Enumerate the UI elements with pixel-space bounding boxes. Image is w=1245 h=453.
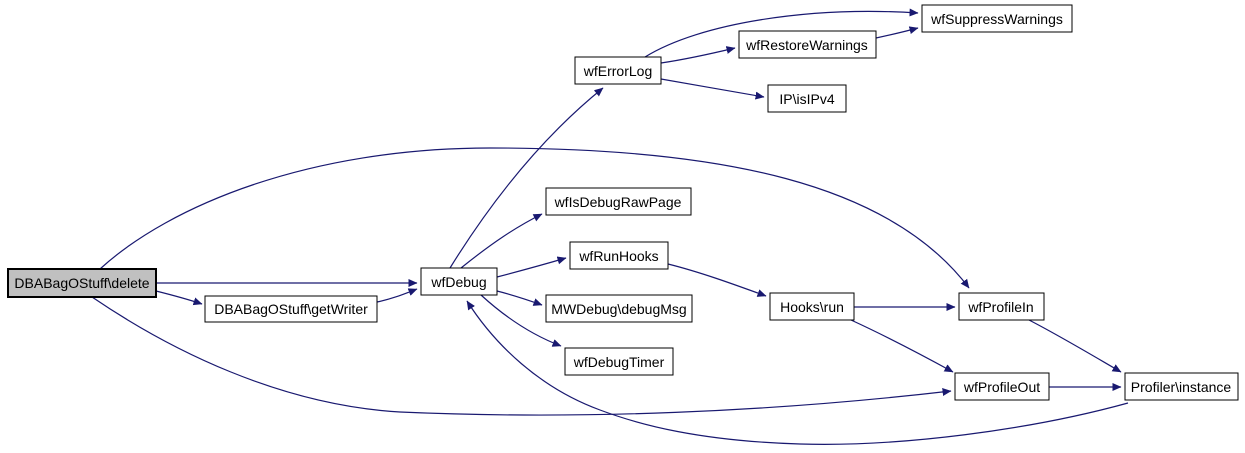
edge-wferrorlog-ipisipv4 [660, 78, 765, 100]
node-box [564, 347, 674, 376]
node-box [958, 292, 1045, 321]
node-label: wfIsDebugRawPage [554, 194, 682, 210]
node-label: wfProfileIn [967, 299, 1033, 315]
node-label: wfRestoreWarnings [745, 37, 868, 53]
edge-delete-wfprofileout [91, 296, 952, 416]
node-box [954, 372, 1050, 401]
node-profiler-instance[interactable]: Profiler\instance [1124, 372, 1239, 401]
node-label: wfDebug [430, 274, 486, 290]
node-label: wfRunHooks [578, 248, 658, 264]
node-box [738, 30, 877, 59]
node-box [545, 187, 692, 216]
edge-hooksrun-wfprofileout [850, 319, 954, 373]
edge-profilerinstance-wfdebug [466, 300, 1129, 445]
node-box [569, 241, 669, 270]
node-label: Profiler\instance [1131, 379, 1232, 395]
edge-wfprofilein-profilerinstance [1028, 319, 1122, 373]
edge-wfdebug-wfrunhooks [496, 256, 567, 278]
node-wfrunhooks[interactable]: wfRunHooks [569, 241, 669, 270]
edge-wfdebug-wfdebugtimer [480, 294, 562, 347]
edge-wferrorlog-wfrestorewarnings [660, 46, 736, 64]
edges [91, 8, 1129, 445]
node-wferrorlog[interactable]: wfErrorLog [574, 56, 662, 85]
node-box [7, 268, 157, 298]
node-label: Hooks\run [780, 299, 844, 315]
node-box [1124, 372, 1239, 401]
node-wfrestorewarnings[interactable]: wfRestoreWarnings [738, 30, 877, 59]
node-wfisdebugrawpage[interactable]: wfIsDebugRawPage [545, 187, 692, 216]
edge-wfdebug-wfisdebugrawpage [460, 213, 543, 269]
node-wfprofilein[interactable]: wfProfileIn [958, 292, 1045, 321]
node-box [204, 295, 378, 323]
edge-delete-getwriter [155, 290, 203, 306]
node-label: wfDebugTimer [573, 354, 665, 370]
node-wfsuppresswarnings[interactable]: wfSuppressWarnings [921, 4, 1073, 33]
edge-getwriter-wfdebug [376, 288, 418, 303]
node-ip-isipv4[interactable]: IP\isIPv4 [767, 84, 847, 113]
node-wfdebugtimer[interactable]: wfDebugTimer [564, 347, 674, 376]
node-dbabagostuff-delete: DBABagOStuff\delete [7, 268, 157, 298]
node-label: DBABagOStuff\getWriter [214, 301, 368, 317]
node-box [921, 4, 1073, 33]
node-box [769, 292, 855, 321]
edge-wfdebug-mwdebugdebugmsg [496, 290, 543, 306]
edge-wferrorlog-wfsuppresswarnings [644, 8, 919, 58]
node-wfprofileout[interactable]: wfProfileOut [954, 372, 1050, 401]
node-label: wfErrorLog [583, 63, 652, 79]
node-label: wfSuppressWarnings [930, 11, 1063, 27]
node-box [545, 294, 693, 323]
edge-wfdebug-wferrorlog [449, 87, 604, 269]
node-wfdebug[interactable]: wfDebug [420, 267, 498, 296]
node-dbabagostuff-getwriter[interactable]: DBABagOStuff\getWriter [204, 295, 378, 323]
nodes: DBABagOStuff\delete DBABagOStuff\getWrit… [7, 4, 1239, 401]
node-label: DBABagOStuff\delete [14, 275, 149, 291]
node-box [420, 267, 498, 296]
node-hooks-run[interactable]: Hooks\run [769, 292, 855, 321]
node-mwdebug-debugmsg[interactable]: MWDebug\debugMsg [545, 294, 693, 323]
edge-wfrestorewarnings-wfsuppresswarnings [875, 26, 919, 39]
node-label: wfProfileOut [963, 379, 1040, 395]
node-label: IP\isIPv4 [779, 91, 834, 107]
edge-delete-wfprofilein [99, 147, 970, 289]
node-box [574, 56, 662, 85]
node-label: MWDebug\debugMsg [551, 301, 686, 317]
node-box [767, 84, 847, 113]
edge-wfrunhooks-hooksrun [667, 263, 767, 297]
